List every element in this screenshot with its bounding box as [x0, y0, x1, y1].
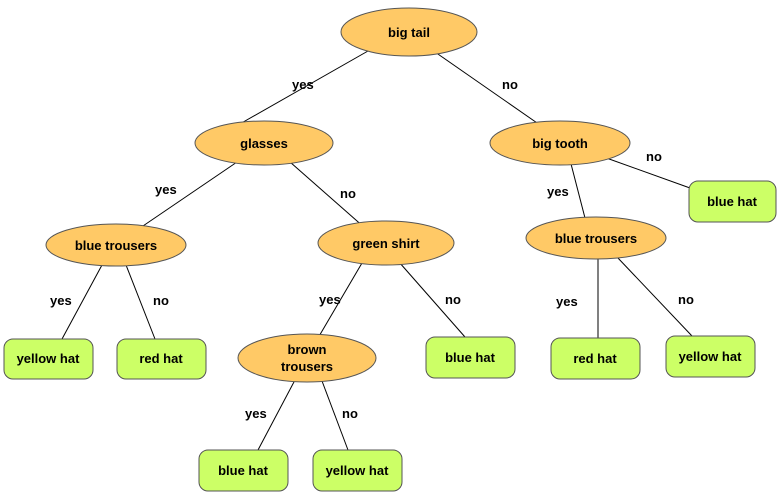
leaf-red-hat-1-label: red hat	[139, 351, 183, 366]
leaf-blue-hat-green-shape	[425, 336, 516, 379]
edge-brown-trousers-blue-hat	[257, 379, 296, 451]
edge-label-green-shirt-no: no	[445, 292, 461, 307]
edge-label-blue-trousers-right-no: no	[678, 292, 694, 307]
edge-brown-trousers-yellow-hat	[321, 380, 349, 451]
leaf-yellow-hat-brown-shape	[312, 449, 403, 492]
node-green-shirt-shape	[317, 220, 455, 266]
node-blue-trousers-right-shape	[525, 216, 667, 260]
leaf-red-hat-1: red hat	[116, 338, 207, 380]
edge-label-big-tooth-yes: yes	[547, 184, 569, 199]
leaf-red-hat-2-label: red hat	[573, 351, 617, 366]
node-big-tooth-label: big tooth	[532, 136, 588, 151]
leaf-blue-hat-brown-shape	[198, 449, 289, 492]
edge-label-blue-trousers-no: no	[153, 293, 169, 308]
edge-label-big-tooth-no: no	[646, 149, 662, 164]
leaf-blue-hat-green: blue hat	[425, 336, 516, 379]
leaf-yellow-hat-2-shape	[665, 335, 756, 378]
edge-label-big-tail-yes: yes	[292, 77, 314, 92]
edge-green-shirt-brown-trousers	[317, 262, 363, 339]
edge-label-brown-trousers-no: no	[342, 406, 358, 421]
edge-blue-trousers-red-hat	[125, 264, 156, 340]
node-brown-trousers-label-line2: trousers	[281, 359, 333, 374]
leaf-yellow-hat-brown-label: yellow hat	[326, 463, 390, 478]
leaf-yellow-hat-1-label: yellow hat	[17, 351, 81, 366]
node-big-tooth-shape	[489, 120, 631, 166]
edge-big-tail-big-tooth	[434, 51, 541, 126]
edge-glasses-blue-trousers	[139, 159, 241, 229]
leaf-blue-hat-green-label: blue hat	[445, 350, 496, 365]
node-green-shirt: green shirt	[317, 220, 455, 266]
node-blue-trousers-left-shape	[45, 223, 187, 267]
leaf-yellow-hat-1: yellow hat	[3, 338, 94, 380]
leaf-blue-hat-brown: blue hat	[198, 449, 289, 492]
leaf-red-hat-2: red hat	[550, 337, 641, 380]
leaf-yellow-hat-2-label: yellow hat	[679, 349, 743, 364]
edge-big-tooth-blue-trousers	[569, 159, 586, 219]
edge-label-blue-trousers-right-yes: yes	[556, 294, 578, 309]
leaf-blue-hat-tooth-label: blue hat	[707, 194, 758, 209]
leaf-blue-hat-tooth-shape	[688, 180, 777, 223]
node-glasses-shape	[194, 120, 334, 166]
node-big-tail-label: big tail	[388, 25, 430, 40]
edge-labels: yes no yes no yes no yes no yes no yes n…	[50, 77, 694, 421]
edge-label-blue-trousers-yes: yes	[50, 293, 72, 308]
edge-label-glasses-no: no	[340, 186, 356, 201]
node-glasses-label: glasses	[240, 136, 288, 151]
leaf-yellow-hat-2: yellow hat	[665, 335, 756, 378]
edge-label-green-shirt-yes: yes	[319, 292, 341, 307]
leaf-blue-hat-tooth: blue hat	[688, 180, 777, 223]
node-brown-trousers: brown trousers	[237, 333, 377, 383]
leaf-yellow-hat-brown: yellow hat	[312, 449, 403, 492]
node-blue-trousers-right-label: blue trousers	[555, 231, 637, 246]
node-glasses: glasses	[194, 120, 334, 166]
edges	[61, 50, 693, 451]
node-big-tail-shape	[340, 7, 478, 57]
leaf-blue-hat-brown-label: blue hat	[218, 463, 269, 478]
leaf-red-hat-2-shape	[550, 337, 641, 380]
node-blue-trousers-left-label: blue trousers	[75, 238, 157, 253]
edge-green-shirt-blue-hat	[398, 261, 466, 338]
node-brown-trousers-shape	[237, 333, 377, 383]
edge-label-brown-trousers-yes: yes	[245, 406, 267, 421]
node-blue-trousers-left: blue trousers	[45, 223, 187, 267]
edge-glasses-green-shirt	[289, 161, 366, 229]
edge-big-tooth-blue-hat	[597, 154, 691, 189]
node-green-shirt-label: green shirt	[352, 236, 420, 251]
edge-blue-trousers-yellow-hat-right	[616, 256, 693, 337]
edge-big-tail-glasses	[237, 50, 369, 126]
edge-blue-trousers-yellow-hat	[61, 264, 103, 340]
edge-label-glasses-yes: yes	[155, 182, 177, 197]
node-big-tail: big tail	[340, 7, 478, 57]
node-big-tooth: big tooth	[489, 120, 631, 166]
edge-label-big-tail-no: no	[502, 77, 518, 92]
leaf-yellow-hat-1-shape	[3, 338, 94, 380]
node-blue-trousers-right: blue trousers	[525, 216, 667, 260]
leaf-red-hat-1-shape	[116, 338, 207, 380]
node-brown-trousers-label-line1: brown	[288, 342, 327, 357]
